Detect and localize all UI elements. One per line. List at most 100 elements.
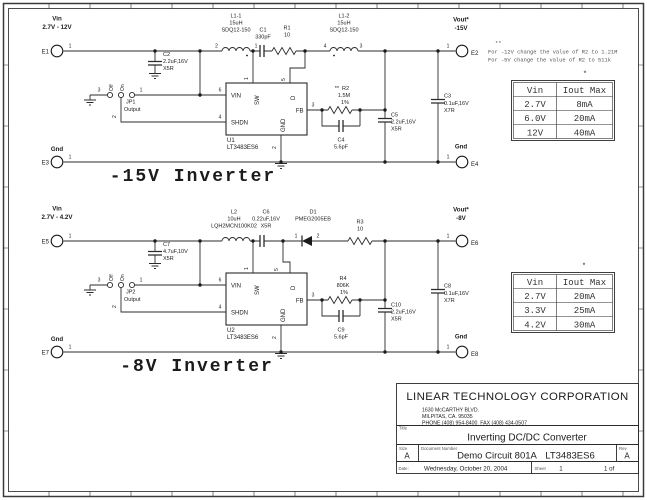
table-star: * xyxy=(583,263,586,270)
date-field-label: Date: xyxy=(399,466,409,471)
table-cell: 30mA xyxy=(574,321,596,331)
resistor-r1-symbol xyxy=(271,46,297,56)
pin-number: 3 xyxy=(312,293,315,299)
table-cell: 20mA xyxy=(574,292,596,302)
vin-label: Vin xyxy=(52,206,62,213)
circuit1-wires xyxy=(63,50,456,163)
terminal-e6 xyxy=(455,234,469,248)
circuit1-capacitor-plates xyxy=(148,45,445,132)
terminal-e2 xyxy=(455,44,469,58)
pin-number: 1 xyxy=(244,267,250,270)
l2-part: LQH2MCN100K02 xyxy=(211,224,257,230)
pin-number: 1 xyxy=(140,278,143,284)
pin-number: 2 xyxy=(272,336,278,339)
c1-value: 330pF xyxy=(255,35,271,41)
resistor-r2-symbol xyxy=(327,105,353,115)
r2-value: 1.5M xyxy=(338,93,351,99)
circuit1-junction-dots xyxy=(153,49,440,164)
circuit2-capacitor-plates xyxy=(148,235,445,322)
inductor-l1-2-symbol xyxy=(329,47,359,52)
ic-u1-body xyxy=(225,82,308,136)
u1-pin-d-label: D xyxy=(291,95,297,100)
c7-dielectric: X5R xyxy=(163,256,174,262)
l1-1-ref: L1-1 xyxy=(230,14,241,20)
vout-value-label: -8V xyxy=(456,215,467,222)
terminal-e3-label: E3 xyxy=(42,161,50,167)
terminal-e7 xyxy=(50,345,64,359)
u1-ref: U1 xyxy=(227,138,235,144)
u2-pin-shdn-label: SHDN xyxy=(231,311,248,317)
pin-number: 3 xyxy=(98,278,101,284)
vin-label: Vin xyxy=(52,16,62,23)
iout-table-15v: * Vin Iout Max 2.7V 8mA 6.0V 20mA 12V 40… xyxy=(511,71,615,141)
gnd-label: Gnd xyxy=(455,144,468,151)
table-cell: 3.3V xyxy=(524,306,546,316)
pin-number: 6 xyxy=(219,88,222,94)
frame-ticks-left xyxy=(3,64,9,432)
r4-value: 806K xyxy=(337,283,350,289)
u1-part: LT3483ES6 xyxy=(227,145,259,151)
l1-1-part: SDQ12-150 xyxy=(221,28,250,34)
jp2-header-pins xyxy=(106,281,136,289)
u2-pin-fb-label: FB xyxy=(296,299,304,305)
rev-field-label: Rev xyxy=(619,446,627,451)
terminal-e8 xyxy=(455,345,469,359)
company-phone-fax: PHONE (408) 954-8400 FAX (408) 434-0507 xyxy=(422,421,527,427)
pin-number: 6 xyxy=(219,278,222,284)
table-cell: 12V xyxy=(527,129,544,139)
title-block-border xyxy=(396,383,639,474)
pin-number: 1 xyxy=(447,345,450,351)
sheet-of: 1 of xyxy=(604,465,615,472)
table-cell: 40mA xyxy=(574,129,596,139)
terminal-e3 xyxy=(50,155,64,169)
vout-value-label: -15V xyxy=(454,25,468,32)
company-name: LINEAR TECHNOLOGY CORPORATION xyxy=(406,391,628,403)
table-star: * xyxy=(584,71,587,78)
u2-ref: U2 xyxy=(227,328,235,334)
vin-range-label: 2.7V - 4.2V xyxy=(42,214,74,221)
terminal-e1 xyxy=(50,44,64,58)
c9-value: 5.6pF xyxy=(334,335,349,341)
gnd-label: Gnd xyxy=(455,334,468,341)
vout-label: Vout* xyxy=(453,17,469,24)
r4-tolerance: 1% xyxy=(340,290,348,296)
l1-1-value: 15uH xyxy=(229,21,242,27)
terminal-e5-label: E5 xyxy=(42,240,50,246)
col-header-vin: Vin xyxy=(527,86,543,96)
c2-ref: C2 xyxy=(163,52,170,58)
pin-number: 4 xyxy=(324,44,327,50)
title-field-label: Title xyxy=(399,426,408,431)
table-cell: 2.7V xyxy=(524,100,546,110)
c8-ref: C8 xyxy=(444,284,451,290)
u1-pin-vin-label: VIN xyxy=(231,94,241,100)
u1-pin-fb-label: FB xyxy=(296,109,304,115)
u2-pin-gnd-label: GND xyxy=(281,308,287,322)
pin-number: 1 xyxy=(447,44,450,50)
u2-pin-d-label: D xyxy=(291,285,297,290)
drawing-title: Inverting DC/DC Converter xyxy=(467,433,587,444)
col-header-vin: Vin xyxy=(527,278,543,288)
date-value: Wednesday, October 20, 2004 xyxy=(424,465,508,472)
c10-value: 2.2uF,16V xyxy=(391,310,416,316)
jp1-function-label: Output xyxy=(124,107,141,113)
inductor-l1-1-symbol xyxy=(221,47,251,52)
terminal-e4-label: E4 xyxy=(471,162,479,168)
r3-value: 10 xyxy=(357,227,363,233)
u2-part: LT3483ES6 xyxy=(227,335,259,341)
vin-range-label: 2.7V - 12V xyxy=(42,24,72,31)
size-value: A xyxy=(404,452,410,461)
r2-ref: R2 xyxy=(342,86,349,92)
circuit2-wires xyxy=(63,240,456,353)
gnd-label: Gnd xyxy=(51,146,64,153)
col-header-iout: Iout Max xyxy=(563,278,606,288)
c10-ref: C10 xyxy=(391,303,401,309)
pin-number: 5 xyxy=(281,78,287,81)
terminal-e8-label: E8 xyxy=(471,352,479,358)
c8-value: 0.1uF,16V xyxy=(444,291,469,297)
table-cell: 25mA xyxy=(574,306,596,316)
table-outer-border xyxy=(511,80,615,141)
gnd-label: Gnd xyxy=(51,336,64,343)
